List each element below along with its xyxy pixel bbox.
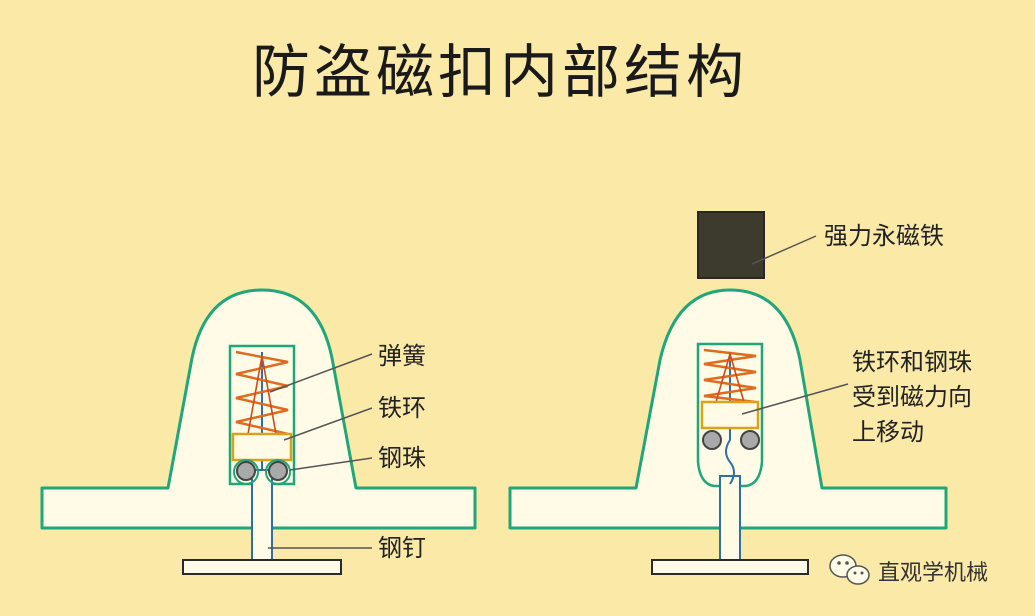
watermark-text: 直观学机械 (878, 561, 988, 586)
right-spring-cone (715, 351, 745, 403)
label-steel-nail: 钢钉 (378, 534, 426, 562)
right-iron-ring (700, 400, 760, 430)
page-title: 防盗磁扣内部结构 (252, 38, 748, 106)
label-magnet: 强力永磁铁 (824, 222, 944, 250)
left-spring (235, 350, 289, 436)
left-ball-socket (265, 459, 291, 485)
left-spring-cone (247, 355, 277, 435)
left-iron-ring (231, 432, 293, 462)
label-iron-ring: 铁环 (378, 394, 426, 422)
label-effect-line-1: 铁环和钢珠 (852, 348, 972, 376)
left-ball-socket (233, 459, 259, 485)
right-nail-base (651, 559, 809, 575)
strong-permanent-magnet (697, 211, 765, 279)
right-spring (703, 348, 757, 404)
left-steel-ball (236, 461, 256, 481)
leader-steel-ball (289, 457, 373, 471)
label-effect-line-2: 受到磁力向 (852, 383, 972, 411)
right-steel-ball (740, 430, 760, 450)
right-assembly (508, 211, 948, 575)
right-nail-core (725, 352, 735, 485)
label-spring: 弹簧 (378, 342, 426, 370)
left-assembly (40, 288, 477, 575)
leader-effect (741, 383, 849, 415)
leader-iron-ring (283, 407, 373, 441)
left-steel-nail (251, 469, 273, 561)
left-steel-ball (268, 461, 288, 481)
left-nail-base (182, 559, 342, 575)
leader-spring (269, 353, 373, 393)
wechat-icon (829, 554, 870, 585)
label-steel-ball: 钢珠 (378, 444, 426, 472)
right-steel-ball (702, 430, 722, 450)
label-effect-line-3: 上移动 (852, 418, 924, 446)
leader-magnet (751, 235, 817, 265)
right-steel-nail (719, 475, 741, 561)
